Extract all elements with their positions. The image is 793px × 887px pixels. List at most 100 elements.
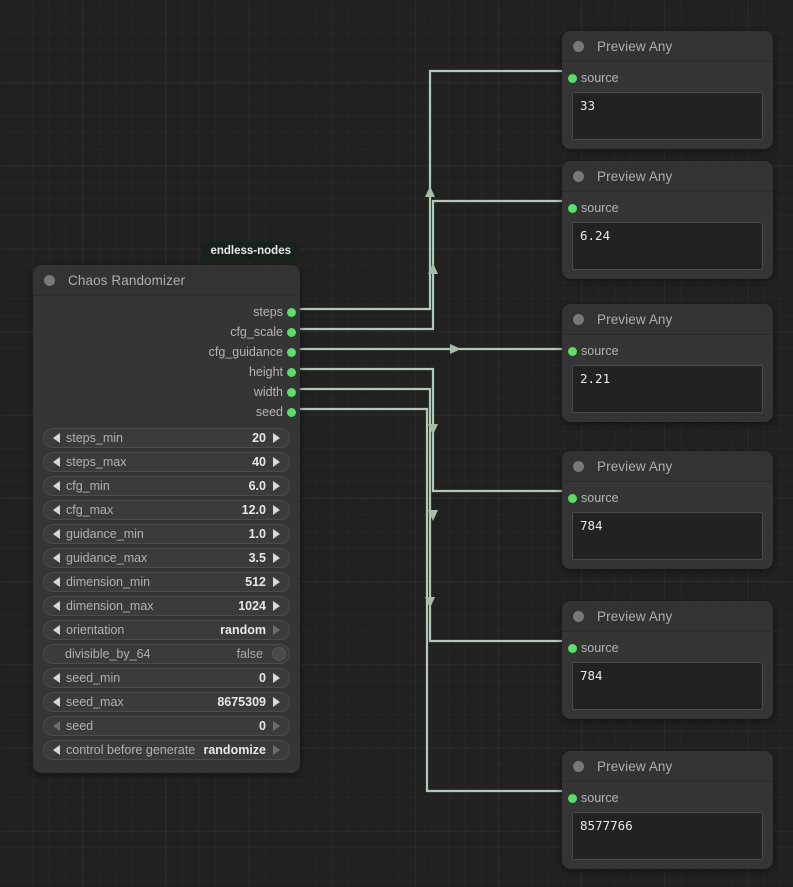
widget-decrement-arrow[interactable] — [53, 457, 60, 467]
widget-decrement-arrow[interactable] — [53, 721, 60, 731]
widget-toggle-knob[interactable] — [272, 647, 286, 661]
input-slot-source[interactable]: source — [562, 198, 773, 218]
widget-value[interactable]: false — [236, 647, 263, 661]
node-header[interactable]: Preview Any — [562, 304, 773, 335]
widget-value[interactable]: 8675309 — [217, 695, 266, 709]
input-pin-source[interactable] — [568, 73, 577, 83]
widget-increment-arrow[interactable] — [273, 673, 280, 683]
widget-increment-arrow[interactable] — [273, 433, 280, 443]
node-collapse-dot[interactable] — [573, 170, 584, 182]
input-slot-source[interactable]: source — [562, 488, 773, 508]
input-pin-source[interactable] — [568, 493, 577, 503]
widget-increment-arrow[interactable] — [273, 505, 280, 515]
output-slot-width[interactable]: width — [33, 382, 300, 402]
widget-value[interactable]: 6.0 — [248, 479, 266, 493]
input-slot-source[interactable]: source — [562, 68, 773, 88]
widget-value[interactable]: random — [220, 623, 266, 637]
output-slot-steps[interactable]: steps — [33, 302, 300, 322]
widget-increment-arrow[interactable] — [273, 577, 280, 587]
input-pin-source[interactable] — [568, 203, 577, 213]
node-collapse-dot[interactable] — [573, 460, 584, 472]
node-header[interactable]: Chaos Randomizer — [33, 265, 300, 296]
input-slot-source[interactable]: source — [562, 341, 773, 361]
widget-decrement-arrow[interactable] — [53, 529, 60, 539]
input-pin-source[interactable] — [568, 346, 577, 356]
widget-decrement-arrow[interactable] — [53, 601, 60, 611]
node-collapse-dot[interactable] — [573, 610, 584, 622]
output-pin-height[interactable] — [287, 367, 296, 377]
widget-increment-arrow[interactable] — [273, 601, 280, 611]
widget-decrement-arrow[interactable] — [53, 673, 60, 683]
output-slot-cfg_scale[interactable]: cfg_scale — [33, 322, 300, 342]
widget-value[interactable]: 512 — [245, 575, 266, 589]
input-slot-source[interactable]: source — [562, 788, 773, 808]
widget-increment-arrow[interactable] — [273, 721, 280, 731]
widget-increment-arrow[interactable] — [273, 553, 280, 563]
widget-value[interactable]: 3.5 — [248, 551, 266, 565]
node-collapse-dot[interactable] — [573, 40, 584, 52]
node-collapse-dot[interactable] — [573, 760, 584, 772]
widget-increment-arrow[interactable] — [273, 529, 280, 539]
widget-value[interactable]: 20 — [252, 431, 266, 445]
node-collapse-dot[interactable] — [573, 313, 584, 325]
widget-increment-arrow[interactable] — [273, 697, 280, 707]
node-collapse-dot[interactable] — [44, 274, 55, 286]
widget-increment-arrow[interactable] — [273, 745, 280, 755]
node-header[interactable]: Preview Any — [562, 161, 773, 192]
node-header[interactable]: Preview Any — [562, 601, 773, 632]
widget-decrement-arrow[interactable] — [53, 433, 60, 443]
widget-decrement-arrow[interactable] — [53, 505, 60, 515]
node-header[interactable]: Preview Any — [562, 451, 773, 482]
widget-decrement-arrow[interactable] — [53, 697, 60, 707]
output-slot-cfg_guidance[interactable]: cfg_guidance — [33, 342, 300, 362]
output-pin-cfg_guidance[interactable] — [287, 347, 296, 357]
output-pin-cfg_scale[interactable] — [287, 327, 296, 337]
input-pin-source[interactable] — [568, 793, 577, 803]
widget-value[interactable]: randomize — [203, 743, 266, 757]
widget-value[interactable]: 1024 — [238, 599, 266, 613]
widget-value[interactable]: 40 — [252, 455, 266, 469]
widget-decrement-arrow[interactable] — [53, 553, 60, 563]
node-header[interactable]: Preview Any — [562, 31, 773, 62]
widget-increment-arrow[interactable] — [273, 625, 280, 635]
widget-increment-arrow[interactable] — [273, 457, 280, 467]
output-pin-steps[interactable] — [287, 307, 296, 317]
output-slot-height[interactable]: height — [33, 362, 300, 382]
widget-decrement-arrow[interactable] — [53, 625, 60, 635]
widget-decrement-arrow[interactable] — [53, 577, 60, 587]
widget-value[interactable]: 1.0 — [248, 527, 266, 541]
widget-decrement-arrow[interactable] — [53, 745, 60, 755]
output-pin-width[interactable] — [287, 387, 296, 397]
input-pin-source[interactable] — [568, 643, 577, 653]
widget-increment-arrow[interactable] — [273, 481, 280, 491]
widget-decrement-arrow[interactable] — [53, 481, 60, 491]
widget-value[interactable]: 0 — [259, 719, 266, 733]
node-header[interactable]: Preview Any — [562, 751, 773, 782]
output-pin-seed[interactable] — [287, 407, 296, 417]
widget-value[interactable]: 12.0 — [241, 503, 266, 517]
input-slot-source[interactable]: source — [562, 638, 773, 658]
widget-value[interactable]: 0 — [259, 671, 266, 685]
